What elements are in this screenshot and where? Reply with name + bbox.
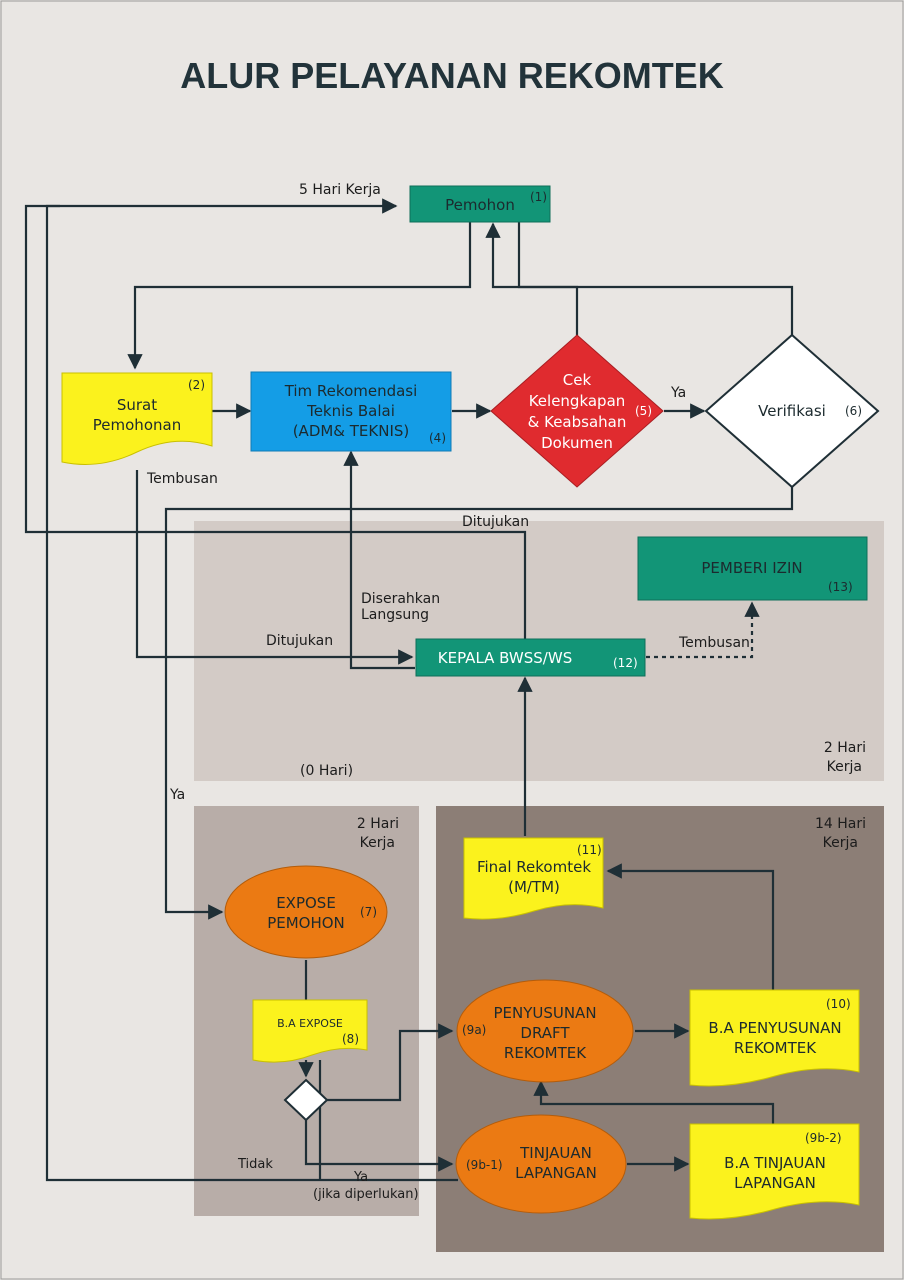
five-days-label: 5 Hari Kerja (299, 182, 381, 198)
node-penyusunan-num: (9a) (462, 1023, 486, 1037)
connector-decision-to-penyusunan (327, 1023, 454, 1102)
connector-surat-to-kepala (135, 470, 414, 665)
node-ba-penyusunan-num: (10) (826, 997, 851, 1011)
connector-verifikasi-to-pemohon (485, 222, 794, 337)
node-final-rekomtek: Final Rekomtek (M/TM) (11) (463, 837, 604, 920)
zone-top-days: 2 Hari (824, 740, 866, 756)
node-tinjauan-lapangan: TINJAUAN LAPANGAN (9b-1) (455, 1114, 627, 1214)
node-ba-penyusunan-line1: B.A PENYUSUNAN (708, 1019, 841, 1037)
ya-bottom-label: Ya (353, 1170, 368, 1185)
connector-kepala-to-pemberi (646, 601, 760, 659)
node-tim-rekomendasi: Tim Rekomendasi Teknis Balai (ADM& TEKNI… (250, 371, 452, 452)
ya-top-label: Ya (670, 385, 686, 401)
node-tinjauan-num: (9b-1) (466, 1158, 503, 1172)
tidak-label: Tidak (237, 1157, 273, 1172)
diserahkan-label-2: Langsung (361, 607, 429, 623)
zone-right-days: 14 Hari (815, 816, 866, 832)
node-penyusunan-line2: DRAFT (520, 1024, 570, 1042)
node-expose-line1: EXPOSE (276, 894, 336, 912)
connector-kepala-to-tim (343, 450, 415, 670)
tembusan-left-label: Tembusan (146, 471, 218, 487)
node-ba-tinjauan-num: (9b-2) (805, 1131, 842, 1145)
node-verifikasi: Verifikasi (6) (704, 333, 880, 489)
connector-ba-tinjauan-to-penyusunan (533, 1080, 775, 1124)
connector-kepala-to-pemohon (24, 204, 527, 640)
node-cek-line4: Dokumen (541, 434, 613, 452)
zone-top-days-unit: Kerja (827, 759, 862, 775)
node-kepala-label: KEPALA BWSS/WS (438, 649, 572, 667)
node-cek-num: (5) (635, 404, 652, 418)
node-tinjauan-line1: TINJAUAN (519, 1144, 592, 1162)
node-expose-pemohon: EXPOSE PEMOHON (7) (224, 865, 388, 959)
node-ba-expose-num: (8) (342, 1032, 359, 1046)
node-surat-pemohonan: Surat Pemohonan (2) (61, 372, 213, 465)
ditujukan-mid-label: Ditujukan (266, 633, 333, 649)
node-verifikasi-num: (6) (845, 404, 862, 418)
ditujukan-top-label: Ditujukan (462, 514, 529, 530)
node-tim-line3: (ADM& TEKNIS) (293, 422, 410, 440)
node-tim-num: (4) (429, 431, 446, 445)
node-cek-line3: & Keabsahan (528, 413, 627, 431)
node-ba-penyusunan-line2: REKOMTEK (734, 1039, 817, 1057)
node-penyusunan-draft: PENYUSUNAN DRAFT REKOMTEK (9a) (456, 979, 634, 1083)
node-final-line1: Final Rekomtek (477, 858, 591, 876)
node-final-num: (11) (577, 843, 602, 857)
zero-days-label: (0 Hari) (300, 763, 353, 779)
connector-pemohon-to-surat (127, 222, 472, 370)
page-title: ALUR PELAYANAN REKOMTEK (180, 55, 723, 96)
node-kepala-num: (12) (613, 656, 638, 670)
connector-decision-to-tinjauan (304, 1120, 454, 1172)
node-pemberi-label: PEMBERI IZIN (701, 559, 802, 577)
decision-diamond (283, 1078, 329, 1122)
connector-verifikasi-to-expose (164, 487, 794, 920)
node-cek-line2: Kelengkapan (529, 392, 626, 410)
node-pemberi-izin: PEMBERI IZIN (13) (637, 536, 868, 601)
node-ba-expose-label: B.A EXPOSE (277, 1017, 343, 1030)
node-final-line2: (M/TM) (508, 878, 560, 896)
node-ba-tinjauan: B.A TINJAUAN LAPANGAN (9b-2) (689, 1123, 860, 1220)
node-verifikasi-label: Verifikasi (758, 402, 826, 420)
node-expose-num: (7) (360, 905, 377, 919)
node-surat-num: (2) (188, 378, 205, 392)
node-cek-line1: Cek (563, 371, 592, 389)
diserahkan-label-1: Diserahkan (361, 591, 440, 607)
connector-tinjauan-to-pemohon (45, 198, 458, 1182)
node-pemohon-num: (1) (530, 190, 547, 204)
node-expose-line2: PEMOHON (267, 914, 345, 932)
node-ba-expose: B.A EXPOSE (8) (252, 999, 368, 1063)
node-surat-line1: Surat (117, 396, 157, 414)
jika-diperlukan-label: (jika diperlukan) (313, 1187, 419, 1202)
node-penyusunan-line3: REKOMTEK (504, 1044, 587, 1062)
node-tinjauan-line2: LAPANGAN (515, 1164, 597, 1182)
node-ba-tinjauan-line2: LAPANGAN (734, 1174, 816, 1192)
node-ba-tinjauan-line1: B.A TINJAUAN (724, 1154, 826, 1172)
node-pemberi-num: (13) (828, 580, 853, 594)
zone-left-days-unit: Kerja (360, 835, 395, 851)
connector-ba-penyusunan-to-final (606, 863, 775, 990)
node-tim-line2: Teknis Balai (306, 402, 395, 420)
node-pemohon: Pemohon (1) (409, 185, 551, 223)
node-tim-line1: Tim Rekomendasi (284, 382, 418, 400)
node-surat-line2: Pemohonan (93, 416, 181, 434)
node-kepala-bwss: KEPALA BWSS/WS (12) (415, 638, 646, 677)
node-ba-penyusunan: B.A PENYUSUNAN REKOMTEK (10) (689, 989, 860, 1087)
tembusan-right-label: Tembusan (678, 635, 750, 651)
node-cek-kelengkapan: Cek Kelengkapan & Keabsahan Dokumen (5) (490, 334, 664, 488)
node-pemohon-label: Pemohon (445, 196, 515, 214)
ya-left-label: Ya (169, 787, 185, 803)
zone-left-days: 2 Hari (357, 816, 399, 832)
zone-right-days-unit: Kerja (823, 835, 858, 851)
node-penyusunan-line1: PENYUSUNAN (493, 1004, 596, 1022)
